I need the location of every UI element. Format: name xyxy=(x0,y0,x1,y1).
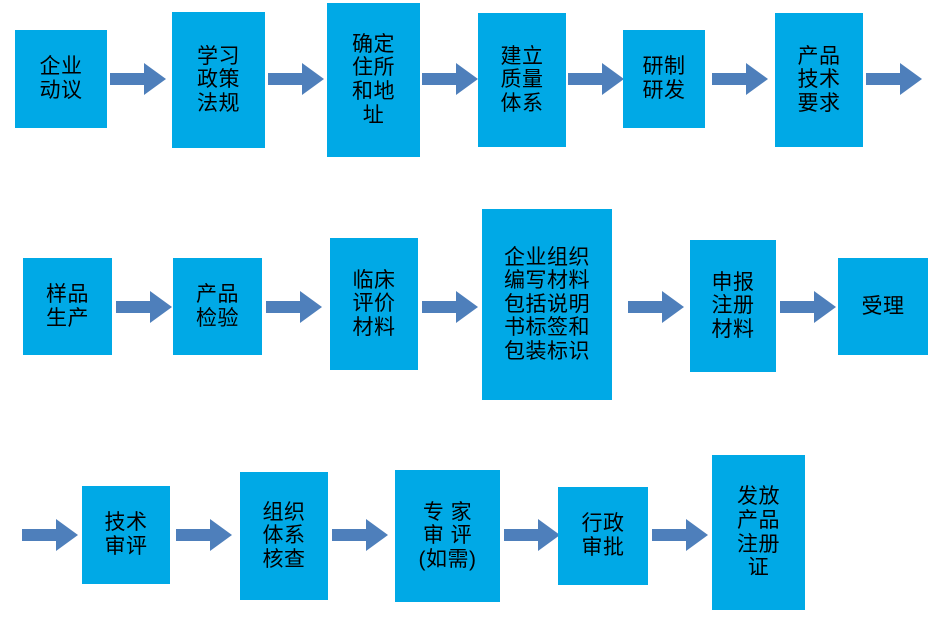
flow-node-zhuanjiashenping[interactable]: 专 家 审 评 (如需) xyxy=(395,470,500,602)
flow-node-qiyedongyi[interactable]: 企业 动议 xyxy=(15,30,107,128)
flow-node-label: 建立 质量 体系 xyxy=(500,44,544,115)
flow-arrow-14 xyxy=(332,518,388,552)
flow-arrow-3 xyxy=(422,62,478,96)
flow-arrow-6-row-exit xyxy=(866,62,922,96)
flow-arrow-9 xyxy=(422,290,478,324)
flow-node-fafangchanpinzhuceZheng[interactable]: 发放 产品 注册 证 xyxy=(712,455,805,610)
flow-node-label: 产品 检验 xyxy=(196,282,239,330)
flow-node-label: 样品 生产 xyxy=(46,282,89,330)
flow-node-jianlizhiliangtixi[interactable]: 建立 质量 体系 xyxy=(478,13,566,147)
flow-node-label: 组织 体系 核查 xyxy=(262,500,306,571)
flow-arrow-10 xyxy=(628,290,684,324)
flow-arrow-1 xyxy=(110,62,166,96)
flow-node-label: 申报 注册 材料 xyxy=(711,270,755,341)
flow-node-xingzhengshenpi[interactable]: 行政 审批 xyxy=(558,487,648,585)
flow-node-label: 确定 住所 和地 址 xyxy=(352,32,395,127)
flow-node-chanpinjishuyaoqiu[interactable]: 产品 技术 要求 xyxy=(775,13,863,147)
flow-node-label: 受理 xyxy=(861,294,905,318)
flow-node-label: 企业组织 编写材料 包括说明 书标签和 包装标识 xyxy=(504,245,590,363)
flow-node-xuexizhengcefagui[interactable]: 学习 政策 法规 xyxy=(172,12,265,148)
flow-node-label: 技术 审评 xyxy=(104,511,148,558)
flow-arrow-11 xyxy=(780,290,836,324)
flow-arrow-16 xyxy=(652,518,708,552)
flow-node-shenbaozhucecailiao[interactable]: 申报 注册 材料 xyxy=(690,240,776,372)
flow-node-chanpinjianyan[interactable]: 产品 检验 xyxy=(173,258,262,355)
flow-node-label: 学习 政策 法规 xyxy=(197,44,240,115)
flow-arrow-13 xyxy=(176,518,232,552)
flow-node-yangpinshengchan[interactable]: 样品 生产 xyxy=(23,258,112,355)
flow-node-label: 企业 动议 xyxy=(39,55,83,102)
flow-node-zuzhitixihecha[interactable]: 组织 体系 核查 xyxy=(240,472,328,600)
flow-arrow-7 xyxy=(116,290,172,324)
flow-node-label: 专 家 审 评 (如需) xyxy=(418,500,477,571)
flow-node-label: 临床 评价 材料 xyxy=(352,268,396,339)
flow-node-label: 研制 研发 xyxy=(642,55,686,102)
flow-node-label: 行政 审批 xyxy=(581,512,625,559)
flow-node-shouli[interactable]: 受理 xyxy=(838,258,928,355)
flow-arrow-2 xyxy=(268,62,324,96)
flow-node-quedingzhusuohedizhi[interactable]: 确定 住所 和地 址 xyxy=(327,3,420,157)
flow-arrow-12-row-enter xyxy=(22,518,78,552)
flow-node-jishushenping[interactable]: 技术 审评 xyxy=(82,486,170,584)
flow-node-label: 发放 产品 注册 证 xyxy=(737,485,780,580)
flow-node-yanzhiyanfa[interactable]: 研制 研发 xyxy=(623,30,705,128)
flow-arrow-15 xyxy=(504,518,560,552)
flow-arrow-8 xyxy=(266,290,322,324)
flow-node-label: 产品 技术 要求 xyxy=(797,44,841,115)
flow-node-qiyezuzhibianxiecailiao[interactable]: 企业组织 编写材料 包括说明 书标签和 包装标识 xyxy=(482,209,612,400)
flow-node-linchuangpingjiacailiao[interactable]: 临床 评价 材料 xyxy=(330,238,418,370)
flow-arrow-4 xyxy=(568,62,624,96)
flow-arrow-5 xyxy=(712,62,768,96)
